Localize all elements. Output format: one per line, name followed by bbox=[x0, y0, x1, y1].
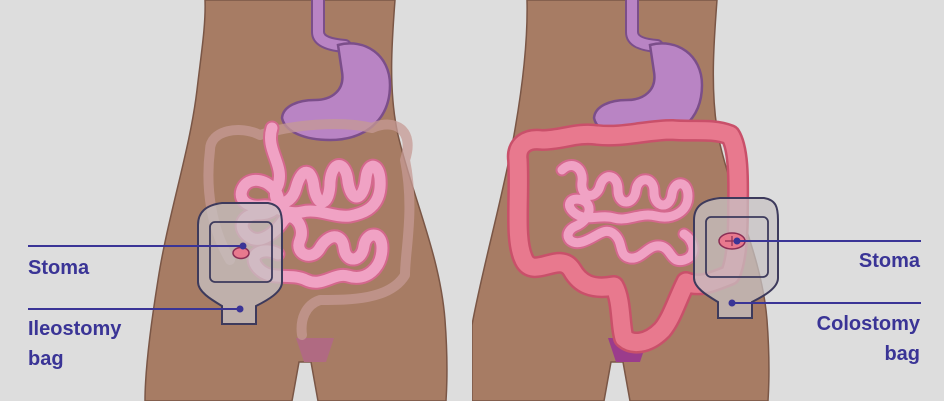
colostomy-bag-label-line1: Colostomy bbox=[817, 309, 920, 339]
stoma-leader-dot bbox=[734, 238, 741, 245]
stoma-label-left: Stoma bbox=[28, 253, 89, 283]
stoma-marker bbox=[233, 248, 249, 259]
bag-leader-dot bbox=[729, 300, 736, 307]
ileostomy-bag-label-line1: Ileostomy bbox=[28, 314, 121, 344]
colostomy-bag-label-line2: bag bbox=[884, 339, 920, 369]
colostomy-illustration bbox=[472, 0, 944, 401]
bag-leader-dot bbox=[237, 306, 244, 313]
stoma-leader-dot bbox=[240, 243, 247, 250]
ileostomy-panel: Stoma Ileostomy bag bbox=[0, 0, 472, 401]
stoma-label-right: Stoma bbox=[859, 246, 920, 276]
ileostomy-bag-label-line2: bag bbox=[28, 344, 64, 374]
colostomy-panel: Stoma Colostomy bag bbox=[472, 0, 944, 401]
